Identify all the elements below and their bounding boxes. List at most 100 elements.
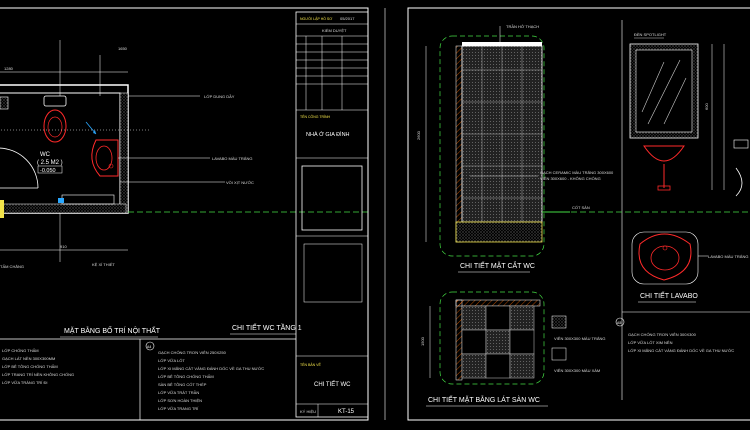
sink-base: [657, 185, 671, 191]
right-sheet-border: [407, 7, 750, 421]
detail-title: CHI TIẾT WC TẦNG 1: [232, 322, 302, 332]
note-left-3: LỚP BÊ TÔNG CHỐNG THẤM: [2, 364, 58, 369]
lavabo-title: CHI TIẾT LAVABO: [640, 290, 698, 300]
floor-wall-top: [455, 299, 541, 307]
wall-section-detail[interactable]: CỐT SÀN TRẦN HỞ THẠCH GẠCH CERAMIC MÀU T…: [416, 24, 614, 257]
lavabo-plan-outline: [638, 233, 692, 281]
note-right-2: LỚP VỮA LÓT: [158, 358, 185, 363]
sink-basin: [643, 145, 685, 162]
right-notes-marker-circle: [615, 317, 625, 327]
lavabo-side-label: LAVABO MÀU TRẮNG: [708, 254, 748, 259]
floor-title: CHI TIẾT MẶT BẰNG LÁT SÀN WC: [428, 394, 540, 404]
callout-lavabo: LAVABO MÀU TRẮNG: [212, 156, 252, 161]
note-right-1: GẠCH CHỐNG TRƠN VIÊN 250X250: [158, 350, 227, 355]
note-left-4: LỚP TRANG TRÍ NỀN KHÔNG CHỐNG: [2, 372, 74, 377]
tb-sheet-number: KT-15: [338, 409, 355, 415]
checker-tiles: [461, 305, 535, 379]
slope-arrow-head: [93, 130, 96, 134]
lavabo-elevation[interactable]: ĐÈN SPOTLIGHT 600: [629, 32, 749, 197]
side-pipe: [735, 167, 743, 197]
wall-hatch-right: [119, 92, 129, 214]
lavabo-plan-bowl: [650, 245, 680, 271]
door-swing-arc: [0, 147, 39, 189]
floor-slab: [455, 221, 543, 243]
floor-tiling-detail[interactable]: 1500 VIÊN 300X300 MÀU TRẮNG VIÊN 300X300…: [420, 291, 606, 385]
section-title: CHI TIẾT MẶT CẮT WC: [460, 260, 535, 270]
lavabo-basin-inner: [95, 145, 113, 171]
dim-label-1: 1650: [118, 46, 128, 51]
shelf-niche: [61, 194, 115, 205]
note-left-1: LỚP CHỐNG THẤM: [2, 348, 39, 353]
toilet-seat: [47, 116, 63, 138]
section-detail-boundary: [439, 35, 545, 257]
tb-drawing-name: CHI TIẾT WC: [314, 381, 351, 388]
right-note-2: LỚP VỮA LÓT XIM NÊN: [628, 340, 673, 345]
toilet-tank: [43, 95, 67, 107]
callout-wall-thickness: LỚP DUNG DẦY: [204, 94, 235, 99]
toilet-fixture[interactable]: [43, 95, 67, 143]
section-wall-left: [455, 45, 463, 243]
tile-grid: [462, 46, 542, 222]
note-right-3: LỚP XI MĂNG CÁT VÀNG ĐÁNH DỐC VỀ GA THU …: [158, 366, 264, 371]
note-left-2: GẠCH LÁT NỀN 300X300MM: [2, 356, 55, 361]
side-fixture: [733, 139, 749, 149]
left-sheet: WC ( 2.5 M2 ) -0.050 1650 1280 910 LỚP D…: [0, 7, 370, 421]
plan-title: MẶT BẰNG BỐ TRÍ NỘI THẤT: [64, 325, 161, 335]
wc-floor-plan[interactable]: WC ( 2.5 M2 ) -0.050: [0, 84, 129, 218]
lavabo-fixture[interactable]: [91, 139, 119, 177]
tb-project-name: NHÀ Ở GIA ĐÌNH: [306, 131, 350, 138]
tb-revision-header: KIỂM DUYỆT: [322, 28, 347, 33]
room-level-box: [37, 165, 63, 174]
height-dim-label: 2600: [416, 130, 421, 140]
wall-hatch-left: [0, 96, 9, 110]
wall-tile-label: GẠCH CERAMIC MÀU TRẮNG 300X600: [540, 170, 614, 175]
legend-swatch-b: [551, 347, 567, 361]
toilet-bowl: [43, 109, 67, 143]
ceiling-line: [462, 42, 542, 46]
room-level: -0.050: [40, 168, 56, 174]
notes-marker-circle: [145, 341, 155, 351]
legend-tile-b: VIÊN 300X300 MÀU XÁM: [554, 368, 600, 373]
mirror-glass: [635, 49, 693, 133]
note-right-5: SÀN BÊ TÔNG CỐT THÉP: [158, 382, 207, 387]
lavabo-plan-boundary: [631, 231, 699, 285]
notes-marker: A4: [147, 345, 151, 349]
right-note-3: LỚP XI MĂNG CÁT VÀNG ĐÁNH DỐC VỀ GA THU …: [628, 348, 734, 353]
lavabo-plan[interactable]: LAVABO MÀU TRẮNG: [631, 231, 748, 285]
tb-project-label: TÊN CÔNG TRÌNH: [300, 114, 331, 119]
floor-drain: [58, 198, 64, 203]
elevation-dim-label: 600: [704, 103, 709, 110]
wall-tile-sublabel: VIÊN 300X600 - KHÔNG CHỐNG: [540, 176, 601, 181]
tb-sheet-label: KÝ HIỆU: [300, 409, 316, 414]
callout-shelf: KỆ XÍ THIẾT: [92, 262, 115, 267]
right-sheet: CỐT SÀN TRẦN HỞ THẠCH GẠCH CERAMIC MÀU T…: [384, 7, 750, 421]
room-label: WC: [40, 152, 51, 158]
callout-panel: TẤM CHẮNG: [0, 264, 24, 269]
legend-swatch-a: [551, 315, 567, 329]
lavabo-basin-outline: [91, 139, 119, 177]
dim-label-3: 910: [60, 244, 67, 249]
floor-level-label: CỐT SÀN: [572, 205, 590, 210]
right-notes-marker: A5: [617, 321, 621, 325]
note-right-6: LỚP VỮA TRÁT TRẦN: [158, 390, 199, 395]
tb-logo-box: [301, 165, 363, 231]
tb-header: NGƯỜI LẬP HỒ SƠ: [300, 16, 332, 21]
title-block[interactable]: NGƯỜI LẬP HỒ SƠ 05/2017 KIỂM DUYỆT TÊN C…: [295, 11, 369, 418]
note-right-8: LỚP VỮA TRANG TRÍ: [158, 406, 199, 411]
title-block-frame: [295, 11, 369, 418]
tb-stamp-box: [303, 243, 363, 303]
ceiling-label: TRẦN HỞ THẠCH: [506, 24, 539, 29]
lavabo-plan-tap: [662, 245, 668, 251]
floor-dim-label: 1500: [420, 336, 425, 346]
floor-wall-left: [455, 299, 463, 381]
right-note-1: GẠCH CHỐNG TRƠN VIÊN 300X300: [628, 332, 697, 337]
callout-spray: VÒI XỊT NƯỚC: [226, 180, 254, 185]
door-frame-mark: [0, 200, 4, 218]
wall-hatch-bottom: [0, 203, 127, 214]
legend-tile-a: VIÊN 300X300 MÀU TRẮNG: [554, 336, 606, 341]
mirror-reflection: [641, 59, 687, 125]
spotlight-label: ĐÈN SPOTLIGHT: [634, 32, 667, 37]
note-right-7: LỚP SƠN HOÀN THIỆN: [158, 398, 202, 403]
floor-detail-boundary: [439, 291, 545, 385]
